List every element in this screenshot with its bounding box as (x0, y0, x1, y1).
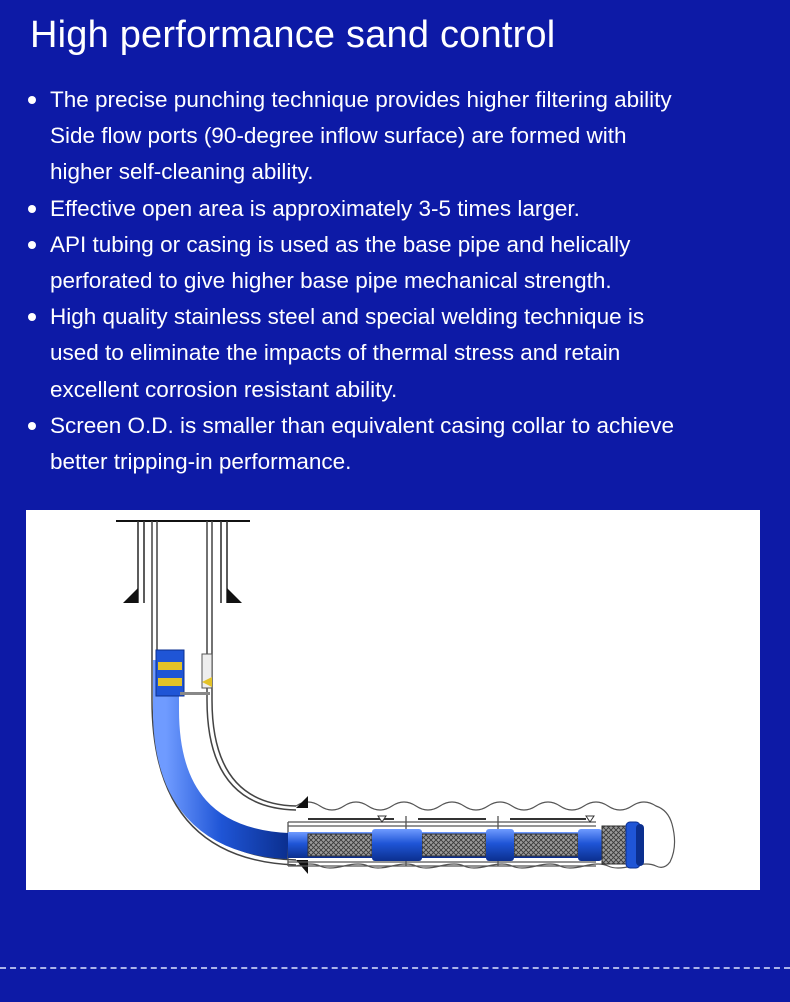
feature-item: High quality stainless steel and special… (26, 299, 766, 408)
feature-text: excellent corrosion resistant ability. (50, 376, 398, 402)
page-title: High performance sand control (30, 14, 556, 56)
tubing-string (153, 649, 289, 859)
bullet-icon (28, 421, 36, 430)
feature-item: Screen O.D. is smaller than equivalent c… (26, 408, 766, 480)
feature-text: better tripping-in performance. (50, 449, 352, 475)
well-completion-diagram (116, 520, 676, 874)
feature-text: higher self-cleaning ability. (50, 159, 314, 185)
casing-shoe-icon (296, 796, 308, 874)
well-diagram-panel (26, 510, 760, 890)
feature-text: Effective open area is approximately 3-5… (50, 195, 580, 221)
feature-text: The precise punching technique provides … (50, 87, 672, 112)
feature-text: perforated to give higher base pipe mech… (50, 268, 612, 294)
screen-assembly (288, 821, 644, 869)
borehole-wall (295, 801, 676, 869)
divider (0, 967, 790, 969)
casing-shoe-icon (123, 588, 242, 603)
feature-text: High quality stainless steel and special… (50, 304, 645, 330)
bullet-icon (28, 240, 36, 249)
bullet-icon (28, 204, 36, 213)
gauge-icon (201, 653, 213, 689)
feature-text: used to eliminate the impacts of thermal… (50, 340, 621, 366)
horizontal-liner (287, 816, 596, 867)
feature-item: API tubing or casing is used as the base… (26, 227, 766, 299)
bullet-icon (28, 313, 36, 322)
feature-list: The precise punching technique provides … (26, 82, 766, 480)
feature-text: API tubing or casing is used as the base… (50, 231, 631, 257)
feature-text: Side flow ports (90-degree inflow surfac… (50, 123, 627, 149)
feature-item: The precise punching technique provides … (26, 82, 766, 191)
bullet-icon (28, 96, 36, 104)
valve-icon (377, 815, 595, 823)
feature-item: Effective open area is approximately 3-5… (26, 191, 766, 227)
feature-text: Screen O.D. is smaller than equivalent c… (50, 412, 675, 438)
